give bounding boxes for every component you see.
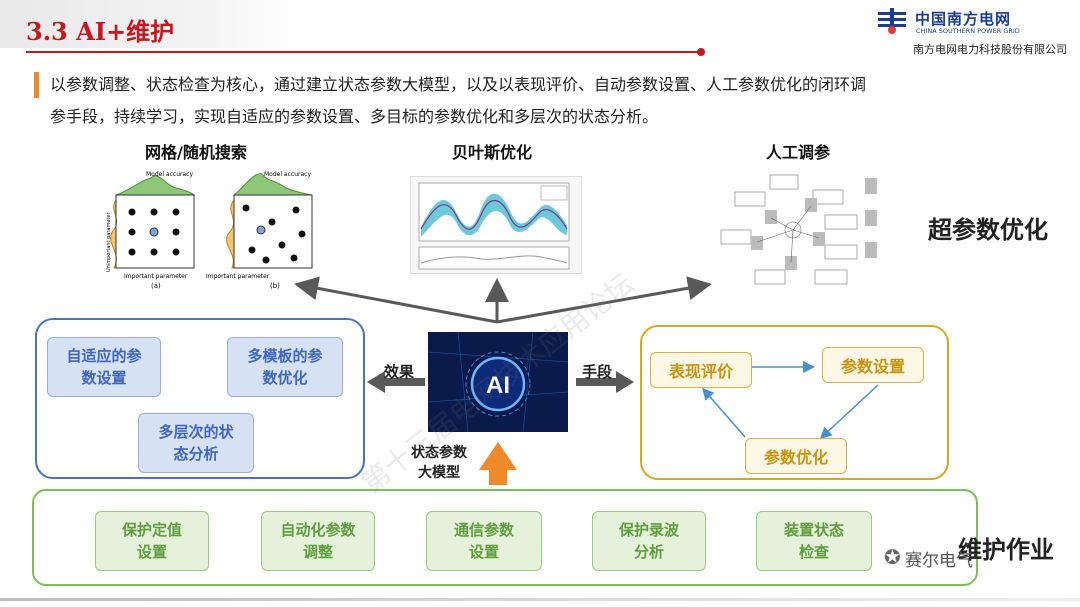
multi-level-state-analysis-box: 多层次的状 态分析	[138, 413, 254, 473]
parameter-setting-box: 参数设置	[822, 347, 924, 383]
grid-y-label: Unimportant parameter	[106, 212, 112, 272]
grid-random-search-figure: Unimportant parameter Important paramete…	[96, 160, 319, 293]
device-state-check-box: 装置状态 检查	[756, 511, 872, 571]
performance-evaluation-box: 表现评价	[650, 352, 752, 388]
grid-x-label: Important parameter	[124, 273, 188, 280]
adaptive-param-setting-box: 自适应的参 数设置	[47, 337, 161, 397]
fault-recording-analysis-box: 保护录波 分析	[592, 511, 706, 571]
grid-sub-b: (b)	[270, 282, 280, 290]
intro-line-1: 以参数调整、状态检查为核心，通过建立状态参数大模型，以及以表现评价、自动参数设置…	[50, 71, 866, 95]
title-dot	[697, 48, 705, 56]
grid-sub-a: (a)	[151, 282, 161, 290]
grid-model-accuracy-a: Model accuracy	[146, 171, 193, 178]
logo-en-text: CHINA SOUTHERN POWER GRID	[916, 27, 1020, 35]
grid-x-label-b: Important parameter	[206, 273, 270, 280]
automation-param-adjust-box: 自动化参数 调整	[261, 511, 375, 571]
communication-param-box: 通信参数 设置	[426, 511, 542, 571]
protection-setting-box: 保护定值 设置	[95, 511, 209, 571]
bayes-figure	[410, 176, 582, 274]
logo-cn-text: 中国南方电网	[915, 8, 1011, 29]
background-watermark: 第十三届电网技术应用论坛	[352, 263, 641, 501]
intro-line-2: 参手段，持续学习，实现自适应的参数设置、多目标的参数优化和多层次的状态分析。	[50, 103, 658, 127]
intro-accent-bar	[34, 72, 39, 98]
means-label: 手段	[582, 361, 612, 382]
wechat-icon: ✪	[884, 545, 901, 569]
manual-tuning-figure	[715, 170, 885, 292]
bottom-divider	[0, 598, 1080, 601]
company-name: 南方电网电力科技股份有限公司	[913, 41, 1067, 57]
multi-template-optimization-box: 多模板的参 数优化	[227, 337, 343, 397]
manual-tuning-caption: 人工调参	[766, 139, 830, 163]
hyperparam-optimization-label: 超参数优化	[928, 210, 1048, 245]
source-watermark: 赛尔电气	[905, 546, 973, 571]
parameter-optimization-box: 参数优化	[745, 438, 847, 474]
title-underline	[26, 51, 701, 53]
section-title: 3.3 AI+维护	[26, 12, 174, 47]
effect-label: 效果	[384, 361, 414, 382]
bayes-caption: 贝叶斯优化	[452, 139, 532, 163]
grid-model-accuracy-b: Model accuracy	[264, 171, 311, 178]
